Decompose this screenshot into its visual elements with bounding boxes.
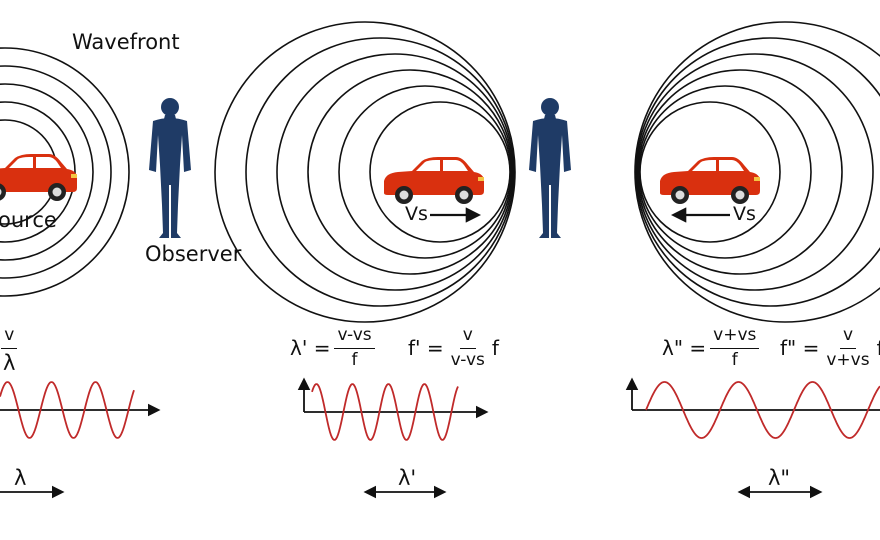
car-icon <box>660 157 760 204</box>
right-freq-formula: f" = v v+vs f <box>780 325 880 370</box>
right-velocity-label: Vs <box>733 203 756 225</box>
car-icon <box>0 154 77 201</box>
middle-wavefronts <box>214 21 516 323</box>
middle-lambda-denominator: f <box>351 349 358 370</box>
right-wavefronts <box>634 21 880 323</box>
middle-wavelength-label: λ' <box>398 466 417 490</box>
right-axes <box>625 377 880 411</box>
middle-lambda-numerator: v-vs <box>334 325 375 349</box>
observer-label: Observer <box>145 242 242 266</box>
right-lambda-formula: λ" = v+vs f <box>662 325 763 370</box>
right-freq-lhs: f" = <box>780 336 820 361</box>
car-icon <box>384 157 484 204</box>
middle-freq-numerator: v <box>459 325 476 349</box>
middle-freq-lhs: f' = <box>408 336 444 361</box>
left-wave <box>0 381 135 439</box>
middle-lambda-formula: λ' = v-vs f <box>290 325 379 370</box>
middle-freq-tail: f <box>491 336 499 361</box>
observer-icon <box>149 98 191 238</box>
source-label: ource <box>0 208 57 232</box>
middle-wave <box>311 383 459 441</box>
middle-lambda-lhs: λ' = <box>290 336 331 361</box>
left-wavelength-label: λ <box>14 466 27 490</box>
observer-icon <box>529 98 571 238</box>
left-formula-denominator: λ <box>3 350 16 375</box>
wavefront-label: Wavefront <box>72 30 180 54</box>
right-lambda-denominator: f <box>731 349 738 370</box>
right-lambda-lhs: λ" = <box>662 336 707 361</box>
right-freq-denominator: v+vs <box>826 349 870 370</box>
middle-velocity-label: Vs <box>405 203 428 225</box>
right-wavelength-label: λ" <box>768 466 791 490</box>
middle-freq-formula: f' = v v-vs f <box>408 325 499 370</box>
right-lambda-numerator: v+vs <box>710 325 760 349</box>
left-wavefronts <box>0 47 130 297</box>
right-wave <box>645 381 880 439</box>
right-freq-numerator: v <box>839 325 856 349</box>
middle-freq-denominator: v-vs <box>450 349 485 370</box>
left-formula: v λ <box>0 325 22 375</box>
middle-axes <box>297 377 489 419</box>
left-formula-numerator: v <box>1 325 18 349</box>
right-freq-tail: f <box>877 336 880 360</box>
